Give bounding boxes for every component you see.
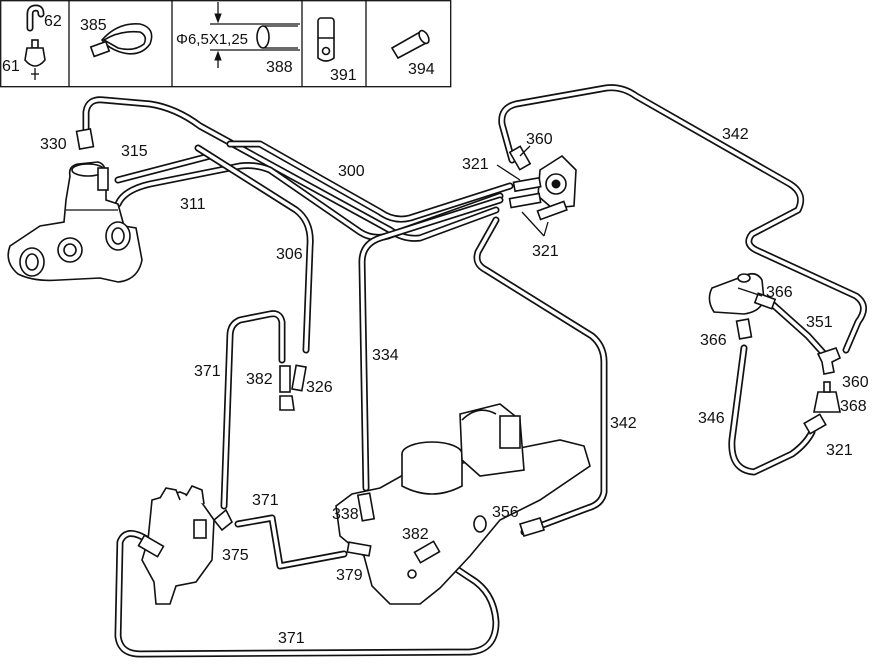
- check-valve-368: [803, 381, 841, 435]
- t-fitting-360: [816, 347, 842, 375]
- callout-356: 356: [492, 504, 519, 521]
- intake-manifold-assembly: [335, 403, 591, 605]
- callout-368: 368: [840, 398, 867, 415]
- callout-labels: 330 315 311 300 306 321 360 342 321 366 …: [40, 126, 869, 647]
- callout-338: 338: [332, 506, 359, 523]
- callout-300: 300: [338, 163, 365, 180]
- callout-342-bottom: 342: [610, 415, 637, 432]
- legend-label-394: 394: [408, 61, 435, 78]
- vacuum-unit-right: [708, 272, 777, 340]
- elbow-pipe-icon: [26, 4, 45, 32]
- legend-label-61: 61: [2, 58, 20, 75]
- distributor-assembly: [137, 485, 234, 605]
- legend-label-62: 62: [44, 13, 62, 30]
- vacuum-pump-assembly: [7, 127, 143, 283]
- hose-network: [82, 84, 867, 658]
- callout-306: 306: [276, 246, 303, 263]
- callout-375: 375: [222, 547, 249, 564]
- callout-321-mid: 321: [532, 243, 559, 260]
- legend-frame: [0, 0, 452, 88]
- bracket-icon: [317, 17, 335, 62]
- callout-382-upper: 382: [246, 371, 273, 388]
- callout-321-top: 321: [462, 156, 489, 173]
- legend-label-385: 385: [80, 17, 107, 34]
- callout-360-top: 360: [526, 131, 553, 148]
- callout-360-right: 360: [842, 374, 869, 391]
- callout-330: 330: [40, 136, 67, 153]
- leader-lines: [496, 145, 763, 297]
- callout-326: 326: [306, 379, 333, 396]
- callout-382-lower: 382: [402, 526, 429, 543]
- switchover-valve: [508, 145, 577, 221]
- legend-dimension-388: Φ6,5X1,25: [176, 31, 248, 48]
- callout-371-middle: 371: [252, 492, 279, 509]
- hose-coupler-382: [279, 365, 295, 411]
- legend-label-388: 388: [266, 59, 293, 76]
- hose-clip-icon: [89, 23, 153, 58]
- callout-342-top: 342: [722, 126, 749, 143]
- callout-371-bottom: 371: [278, 630, 305, 647]
- legend-label-391: 391: [330, 67, 357, 84]
- callout-321-bottom: 321: [826, 442, 853, 459]
- callout-311: 311: [180, 196, 206, 213]
- hose-coupler-326: [291, 364, 307, 392]
- check-valve-icon: [24, 39, 46, 80]
- callout-379: 379: [336, 567, 363, 584]
- callout-371-upper: 371: [194, 363, 221, 380]
- callout-315: 315: [121, 143, 148, 160]
- tube-dimension-icon: [210, 2, 300, 68]
- hose-sleeve-icon: [390, 29, 430, 60]
- legend-box: 62 61 385 Φ6,5X1,25 388: [0, 0, 452, 88]
- callout-334: 334: [372, 347, 399, 364]
- callout-346: 346: [698, 410, 725, 427]
- callout-366-right: 366: [766, 284, 793, 301]
- callout-351: 351: [806, 314, 833, 331]
- callout-366-left: 366: [700, 332, 727, 349]
